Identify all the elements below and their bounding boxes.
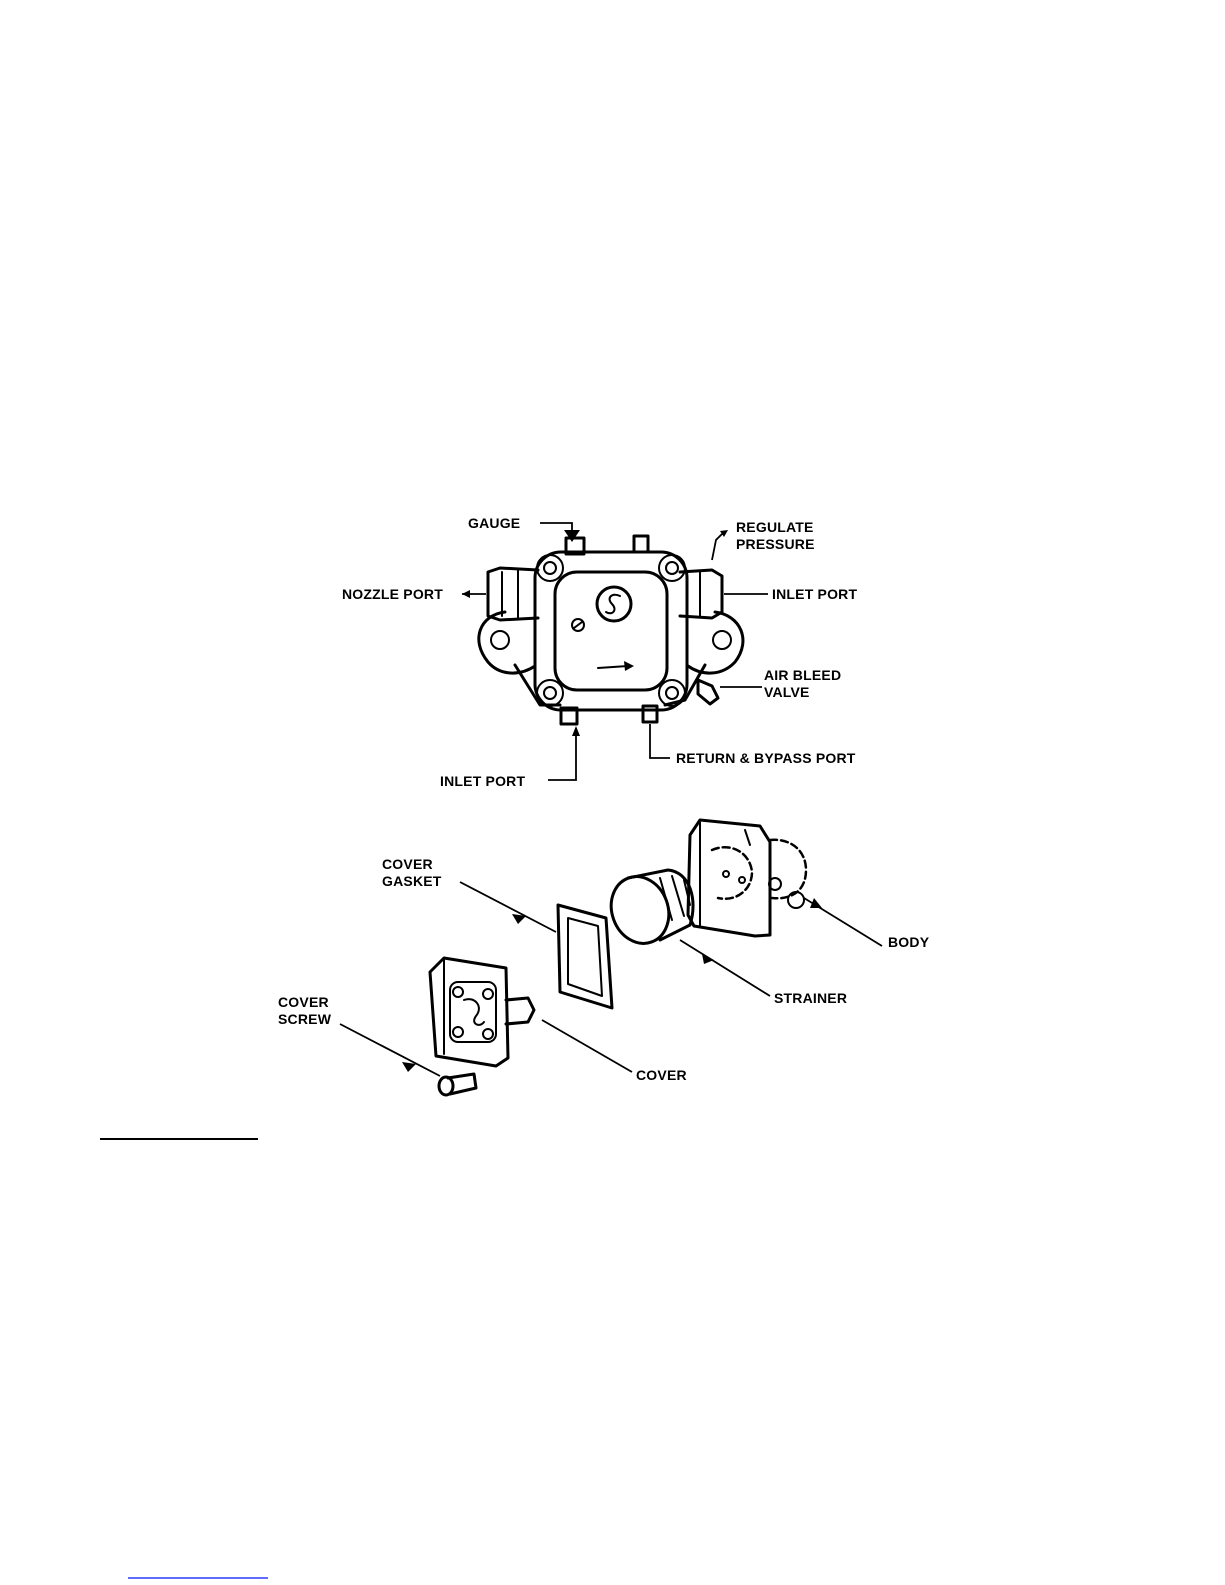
labels: GAUGE REGULATE PRESSURE NOZZLE PORT INLE… xyxy=(278,515,930,1083)
pump-housing xyxy=(535,552,687,710)
gasket-inner xyxy=(568,918,602,996)
pump-assembly xyxy=(479,536,743,724)
pump-face xyxy=(555,572,667,690)
cover-face xyxy=(450,982,496,1042)
bolt-boss-top-left xyxy=(537,555,563,581)
label-cover-gasket-2: GASKET xyxy=(382,873,442,889)
right-ear-hole xyxy=(713,631,731,649)
label-cover-screw-2: SCREW xyxy=(278,1011,332,1027)
inlet-port-bottom-leader xyxy=(548,728,576,780)
label-nozzle-port: NOZZLE PORT xyxy=(342,586,443,602)
label-strainer: STRAINER xyxy=(774,990,847,1006)
label-regulate-pressure-1: REGULATE xyxy=(736,519,814,535)
regulate-pressure-leader xyxy=(712,532,724,560)
left-ear-hole xyxy=(491,631,509,649)
label-cover: COVER xyxy=(636,1067,687,1083)
cover-screw-leader xyxy=(340,1024,440,1076)
return-bypass-port-fitting xyxy=(643,706,657,722)
shaft-coupling-slot xyxy=(606,595,620,614)
label-air-bleed-valve-2: VALVE xyxy=(764,684,810,700)
label-regulate-pressure-2: PRESSURE xyxy=(736,536,815,552)
label-body: BODY xyxy=(888,934,930,950)
right-mounting-ear xyxy=(688,612,743,673)
strainer-cap xyxy=(602,868,678,951)
cover-leader xyxy=(542,1020,632,1072)
label-cover-gasket-1: COVER xyxy=(382,856,433,872)
cover-side-port xyxy=(506,998,534,1024)
strainer-leader xyxy=(680,940,770,996)
top-leaders xyxy=(462,523,768,780)
label-cover-screw-1: COVER xyxy=(278,994,329,1010)
cover-screw-part xyxy=(439,1074,476,1095)
cover-gasket-part xyxy=(558,905,612,1008)
bolt-boss-top-right xyxy=(659,555,685,581)
cover-part xyxy=(430,958,534,1066)
top-port xyxy=(634,536,648,552)
cover-gasket-leader xyxy=(460,882,556,932)
left-mounting-ear xyxy=(479,612,535,673)
label-inlet-port-bottom: INLET PORT xyxy=(440,773,525,789)
air-bleed-valve-fitting xyxy=(698,680,718,704)
label-inlet-port-right: INLET PORT xyxy=(772,586,857,602)
pump-body xyxy=(688,820,806,936)
nozzle-port-boss xyxy=(488,568,538,620)
strainer-part xyxy=(602,868,693,951)
return-bypass-leader xyxy=(650,724,670,758)
label-gauge: GAUGE xyxy=(468,515,520,531)
label-air-bleed-valve-1: AIR BLEED xyxy=(764,667,841,683)
label-return-bypass-port: RETURN & BYPASS PORT xyxy=(676,750,856,766)
bolt-boss-bottom-left xyxy=(537,680,563,706)
gasket-outline xyxy=(558,905,612,1008)
rotation-arrow xyxy=(598,666,628,668)
shaft-hub xyxy=(597,587,631,621)
